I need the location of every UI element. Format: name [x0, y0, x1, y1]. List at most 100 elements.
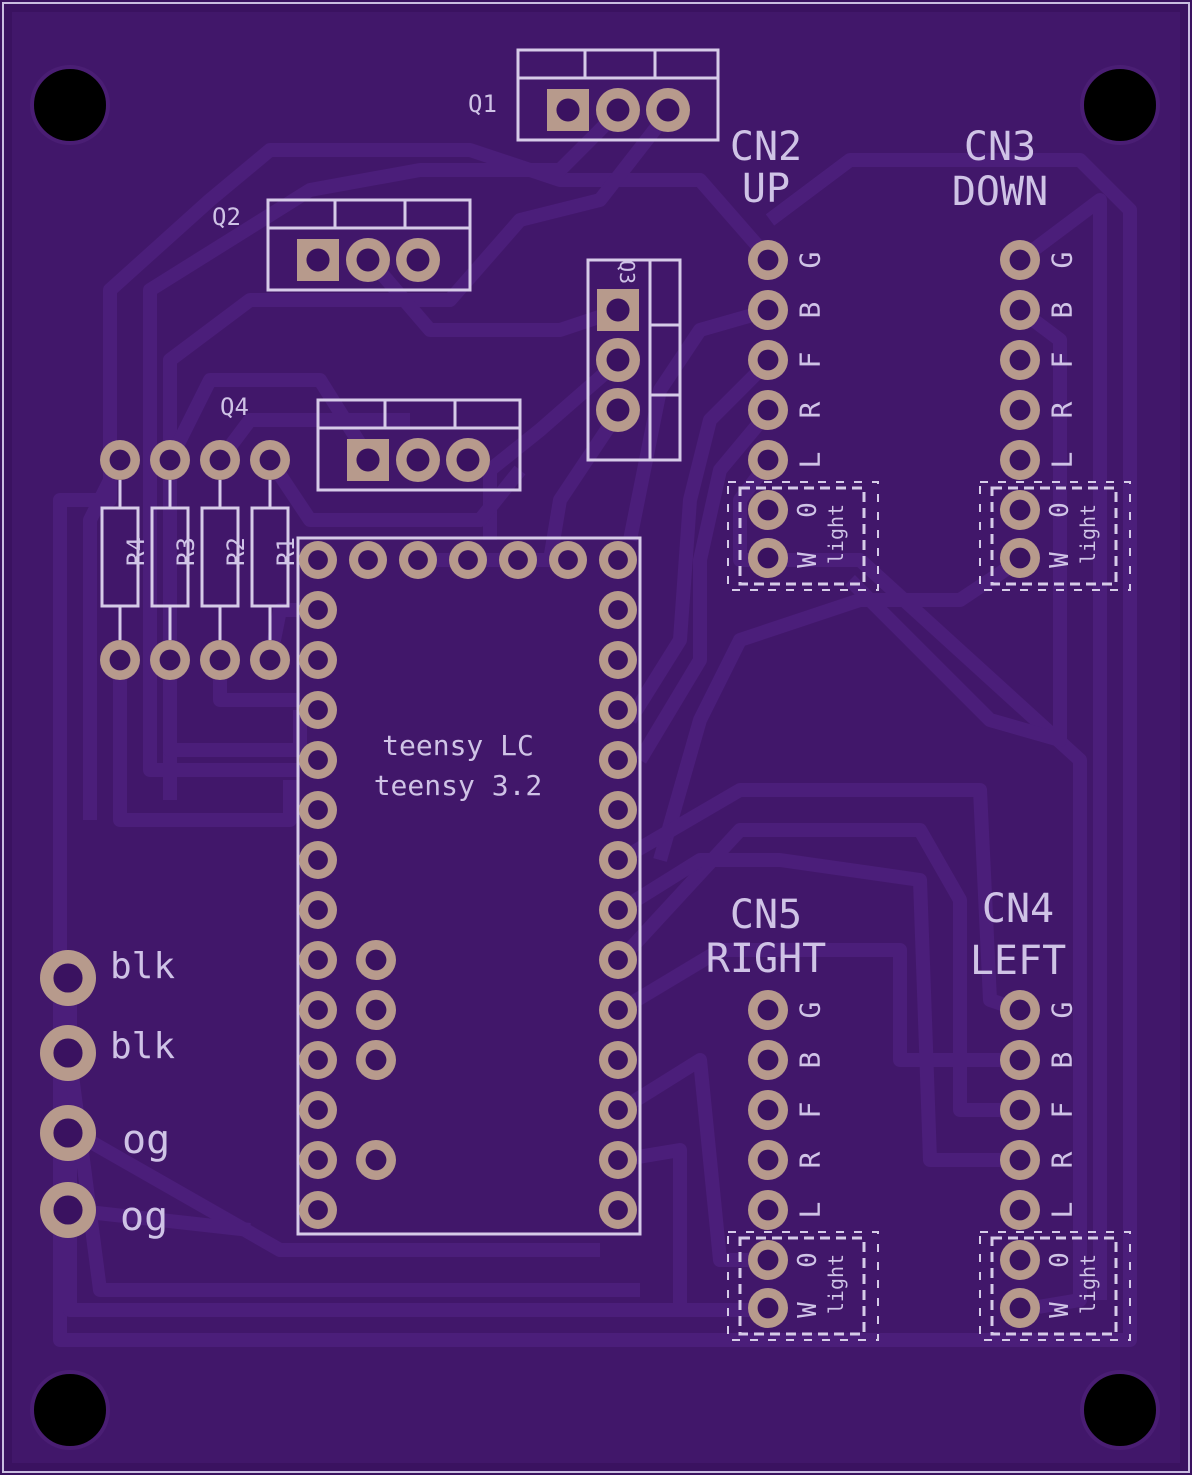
cn3-pin-R-hole	[1009, 399, 1031, 421]
cn5-pin-label-R: R	[794, 1151, 827, 1168]
cn5-light-label: light	[824, 1254, 848, 1314]
teensy-left-pin-4-hole	[308, 750, 328, 770]
resistor-3-pad-bottom-hole	[259, 649, 281, 671]
teensy-inner-pin-3-hole	[365, 1149, 387, 1171]
resistor-3-pad-top-hole	[259, 449, 281, 471]
q1-pad-3-hole	[656, 98, 680, 122]
mount-hole-tr	[1080, 65, 1160, 145]
cn4-pin-L-hole	[1009, 1199, 1031, 1221]
q2-pad-1-hole	[306, 248, 330, 272]
cn4-pin-label-L: L	[1046, 1202, 1079, 1219]
teensy-inner-pin-0-hole	[365, 949, 387, 971]
q2-label: Q2	[212, 203, 241, 231]
teensy-label-line2: teensy 3.2	[374, 769, 543, 802]
resistor-0-pad-bottom-hole	[109, 649, 131, 671]
cn5-name: RIGHT	[706, 936, 826, 982]
cn5-pin-B-hole	[757, 1049, 779, 1071]
cn5-pin-label-L: L	[794, 1202, 827, 1219]
resistor-1-pad-bottom-hole	[159, 649, 181, 671]
resistor-2-pad-top-hole	[209, 449, 231, 471]
cn2-pin-label-L: L	[794, 452, 827, 469]
teensy-right-pin-11-hole	[608, 1100, 628, 1120]
cn3-pin-B-hole	[1009, 299, 1031, 321]
q3-pad-1-hole	[606, 298, 630, 322]
teensy-top-pin-6-hole	[608, 550, 628, 570]
q2-pad-3-hole	[406, 248, 430, 272]
teensy-inner-pin-1-hole	[365, 999, 387, 1021]
teensy-top-pin-0-hole	[308, 550, 328, 570]
resistors	[100, 480, 290, 640]
power-label-2: blk	[110, 1026, 175, 1067]
cn2-pin-label-B: B	[794, 302, 827, 319]
resistor-0-pad-top-hole	[109, 449, 131, 471]
cn2-pin-F-hole	[757, 349, 779, 371]
cn5-pin-label-G: G	[794, 1002, 827, 1019]
q4-pad-3-hole	[456, 448, 480, 472]
r2-label: R2	[222, 537, 250, 566]
power-label-3: og	[122, 1117, 170, 1163]
q3-label: Q3	[615, 260, 639, 284]
q3-pad-2-hole	[606, 348, 630, 372]
teensy-outline	[296, 536, 642, 1236]
teensy-right-pin-13-hole	[608, 1200, 628, 1220]
cn2-light-label-top: 0	[793, 502, 823, 518]
teensy-inner-pin-2-hole	[365, 1049, 387, 1071]
cn3-name: DOWN	[952, 169, 1048, 215]
q1-label: Q1	[468, 90, 497, 118]
cn2-light-label: light	[824, 504, 848, 564]
teensy-left-pin-5-hole	[308, 800, 328, 820]
power-pin-2-hole	[53, 1118, 83, 1148]
cn3-pin-label-B: B	[1046, 302, 1079, 319]
teensy-top-pin-1-hole	[358, 550, 378, 570]
teensy-left-pin-10-hole	[308, 1050, 328, 1070]
cn5-pin-R-hole	[757, 1149, 779, 1171]
cn2-pin-G-hole	[757, 249, 779, 271]
cn2-pin-label-F: F	[794, 352, 827, 369]
q1-pad-2-hole	[606, 98, 630, 122]
cn4-id: CN4	[982, 886, 1054, 932]
cn3-pin-F-hole	[1009, 349, 1031, 371]
teensy-left-pin-12-hole	[308, 1150, 328, 1170]
cn3-pin-L-hole	[1009, 449, 1031, 471]
teensy-top-pin-5-hole	[558, 550, 578, 570]
cn4-light-pin-top-hole	[1009, 1249, 1031, 1271]
cn2-pin-R-hole	[757, 399, 779, 421]
teensy-top-pin-2-hole	[408, 550, 428, 570]
transistor-q3	[586, 258, 682, 462]
cn4-pin-label-G: G	[1046, 1002, 1079, 1019]
teensy-right-pin-10-hole	[608, 1050, 628, 1070]
cn5-light-block	[738, 1236, 866, 1336]
cn3-light-label-bottom: W	[1045, 552, 1075, 568]
cn5-light-label-top: 0	[793, 1252, 823, 1268]
cn2-pin-L-hole	[757, 449, 779, 471]
q4-label: Q4	[220, 393, 249, 421]
cn4-pin-B-hole	[1009, 1049, 1031, 1071]
cn3-light-label: light	[1076, 504, 1100, 564]
cn5-light-pin-top-hole	[757, 1249, 779, 1271]
cn3-pin-label-F: F	[1046, 352, 1079, 369]
q4-pad-1-hole	[356, 448, 380, 472]
teensy-right-pin-2-hole	[608, 650, 628, 670]
q2-pad-2-hole	[356, 248, 380, 272]
teensy-left-pin-9-hole	[308, 1000, 328, 1020]
teensy-left-pin-13-hole	[308, 1200, 328, 1220]
cn2-pin-label-R: R	[794, 401, 827, 418]
cn2-pin-B-hole	[757, 299, 779, 321]
teensy-right-pin-3-hole	[608, 700, 628, 720]
cn3-light-pin-bottom-hole	[1009, 547, 1031, 569]
teensy-right-pin-12-hole	[608, 1150, 628, 1170]
cn5-pin-L-hole	[757, 1199, 779, 1221]
teensy-right-pin-8-hole	[608, 950, 628, 970]
teensy-left-pin-6-hole	[308, 850, 328, 870]
teensy-right-pin-4-hole	[608, 750, 628, 770]
cn3-light-block-outer	[979, 481, 1131, 591]
transistor-q1	[516, 48, 720, 142]
teensy-right-pin-1-hole	[608, 600, 628, 620]
power-label-4: og	[120, 1194, 168, 1240]
cn5-pin-G-hole	[757, 999, 779, 1021]
teensy-label-line1: teensy LC	[382, 729, 534, 762]
cn2-id: CN2	[730, 124, 802, 170]
cn5-light-label-bottom: W	[793, 1302, 823, 1318]
